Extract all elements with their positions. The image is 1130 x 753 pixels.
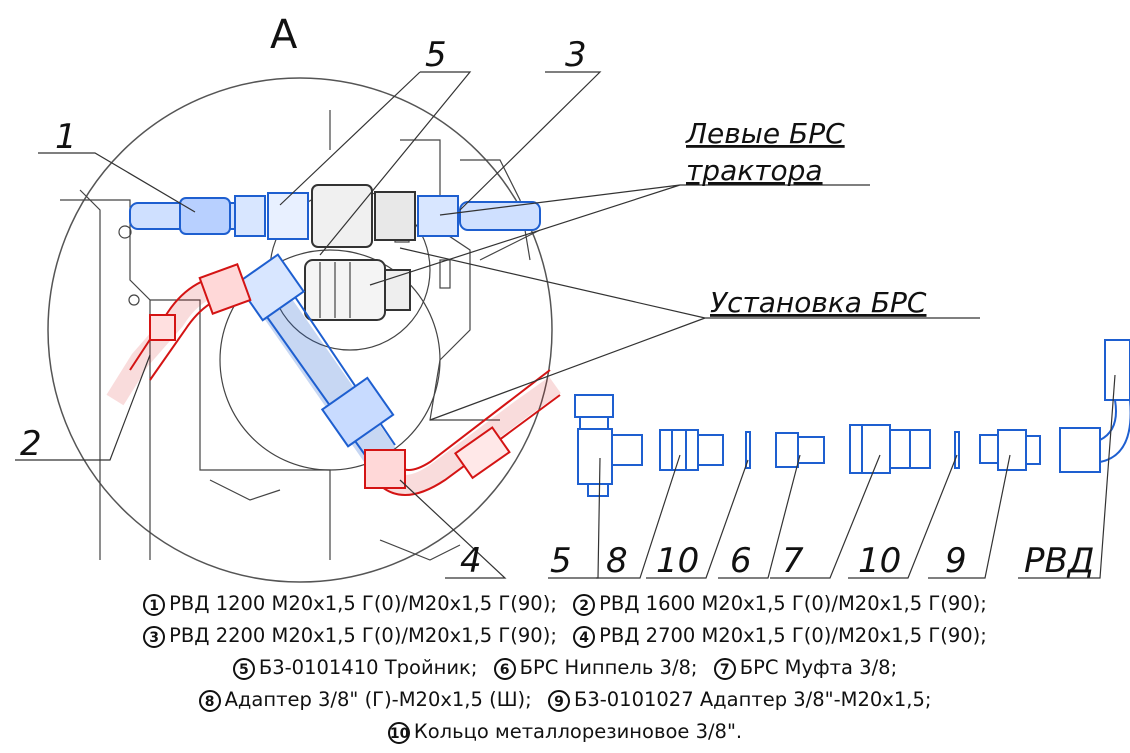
callout-7: 7: [782, 541, 804, 581]
legend-number: 8: [198, 689, 221, 712]
callout-1: 1: [55, 117, 77, 157]
legend-number: 1: [143, 593, 166, 616]
callout-10b: 10: [858, 541, 901, 581]
callout-5: 5: [550, 541, 572, 581]
red-hose-4: [364, 369, 561, 496]
callout-4: 4: [460, 541, 482, 581]
callout-3: 3: [565, 35, 587, 75]
label-left-brs-line2: трактора: [686, 154, 823, 187]
callout-rvd: РВД: [1024, 541, 1094, 581]
legend-text: БРС Муфта 3/8;: [739, 656, 898, 679]
legend-text: РВД 1600 М20х1,5 Г(0)/М20х1,5 Г(90);: [599, 592, 987, 615]
view-label: А: [270, 12, 298, 58]
legend-text: Б3-0101027 Адаптер 3/8"-М20х1,5;: [573, 688, 932, 711]
exploded-adapter-9: [979, 429, 1041, 471]
legend-text: РВД 1200 М20х1,5 Г(0)/М20х1,5 Г(90);: [169, 592, 557, 615]
callout-6: 6: [730, 541, 752, 581]
legend-number: 7: [713, 657, 736, 680]
red-hose-2: [106, 263, 252, 406]
callout-8: 8: [606, 541, 628, 581]
callout-2: 2: [20, 424, 42, 464]
legend-text: РВД 2200 М20х1,5 Г(0)/М20х1,5 Г(90);: [169, 624, 557, 647]
exploded-ring-10b: [954, 431, 960, 469]
callout-5-top: 5: [425, 35, 447, 75]
leader-lines: [15, 71, 1116, 579]
exploded-tee: [574, 394, 643, 497]
assembly-drawing: А 1 5 3 2 4 Левые БРС трактора Установка…: [15, 12, 1130, 583]
detail-view-circle: [47, 77, 553, 583]
legend-text: РВД 2700 М20х1,5 Г(0)/М20х1,5 Г(90);: [599, 624, 987, 647]
legend-number: 3: [143, 625, 166, 648]
label-left-brs-line1: Левые БРС: [685, 117, 845, 150]
upper-blue-hose: [129, 184, 541, 248]
legend-number: 2: [573, 593, 596, 616]
legend-text: Кольцо металлорезиновое 3/8".: [413, 720, 743, 743]
callout-9: 9: [945, 541, 967, 581]
legend-number: 9: [547, 689, 570, 712]
legend-text: БРС Ниппель 3/8;: [519, 656, 698, 679]
label-brs-install: Установка БРС: [710, 286, 927, 319]
exploded-rvd-hose: [1059, 339, 1130, 473]
legend-number: 10: [387, 721, 410, 744]
legend-number: 5: [232, 657, 255, 680]
lower-brs-coupler: [304, 259, 411, 321]
legend-text: Адаптер 3/8" (Г)-М20х1,5 (Ш);: [224, 688, 532, 711]
exploded-adapter-8: [659, 429, 724, 471]
exploded-coupler-7: [849, 424, 931, 474]
legend-number: 6: [493, 657, 516, 680]
exploded-ring-10a: [745, 431, 751, 469]
legend-number: 4: [573, 625, 596, 648]
callout-10a: 10: [656, 541, 699, 581]
diagonal-blue-hose: [235, 253, 397, 472]
exploded-nipple-6: [775, 432, 825, 468]
legend-text: Б3-0101410 Тройник;: [258, 656, 478, 679]
